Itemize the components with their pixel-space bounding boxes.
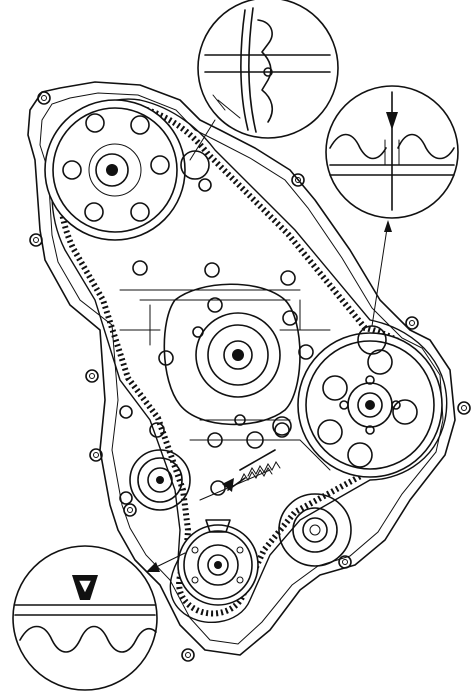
water-pump [163,283,301,426]
idler-pulley [129,449,191,511]
belt-tensioner [227,416,292,491]
detail-callout-crank-mark [12,545,186,691]
cover-bolts [119,260,314,505]
timing-belt-cover-housing [27,81,471,662]
timing-belt [51,98,448,624]
camshaft-sprocket-left [44,99,212,241]
crankshaft-sprocket [177,519,259,606]
detail-callout-right-cam-mark [325,85,459,327]
detail-callout-left-cam-mark [189,0,339,161]
camshaft-sprocket-right [297,325,443,478]
tensioner-spring [222,461,281,492]
oil-pump-pulley [278,493,352,567]
